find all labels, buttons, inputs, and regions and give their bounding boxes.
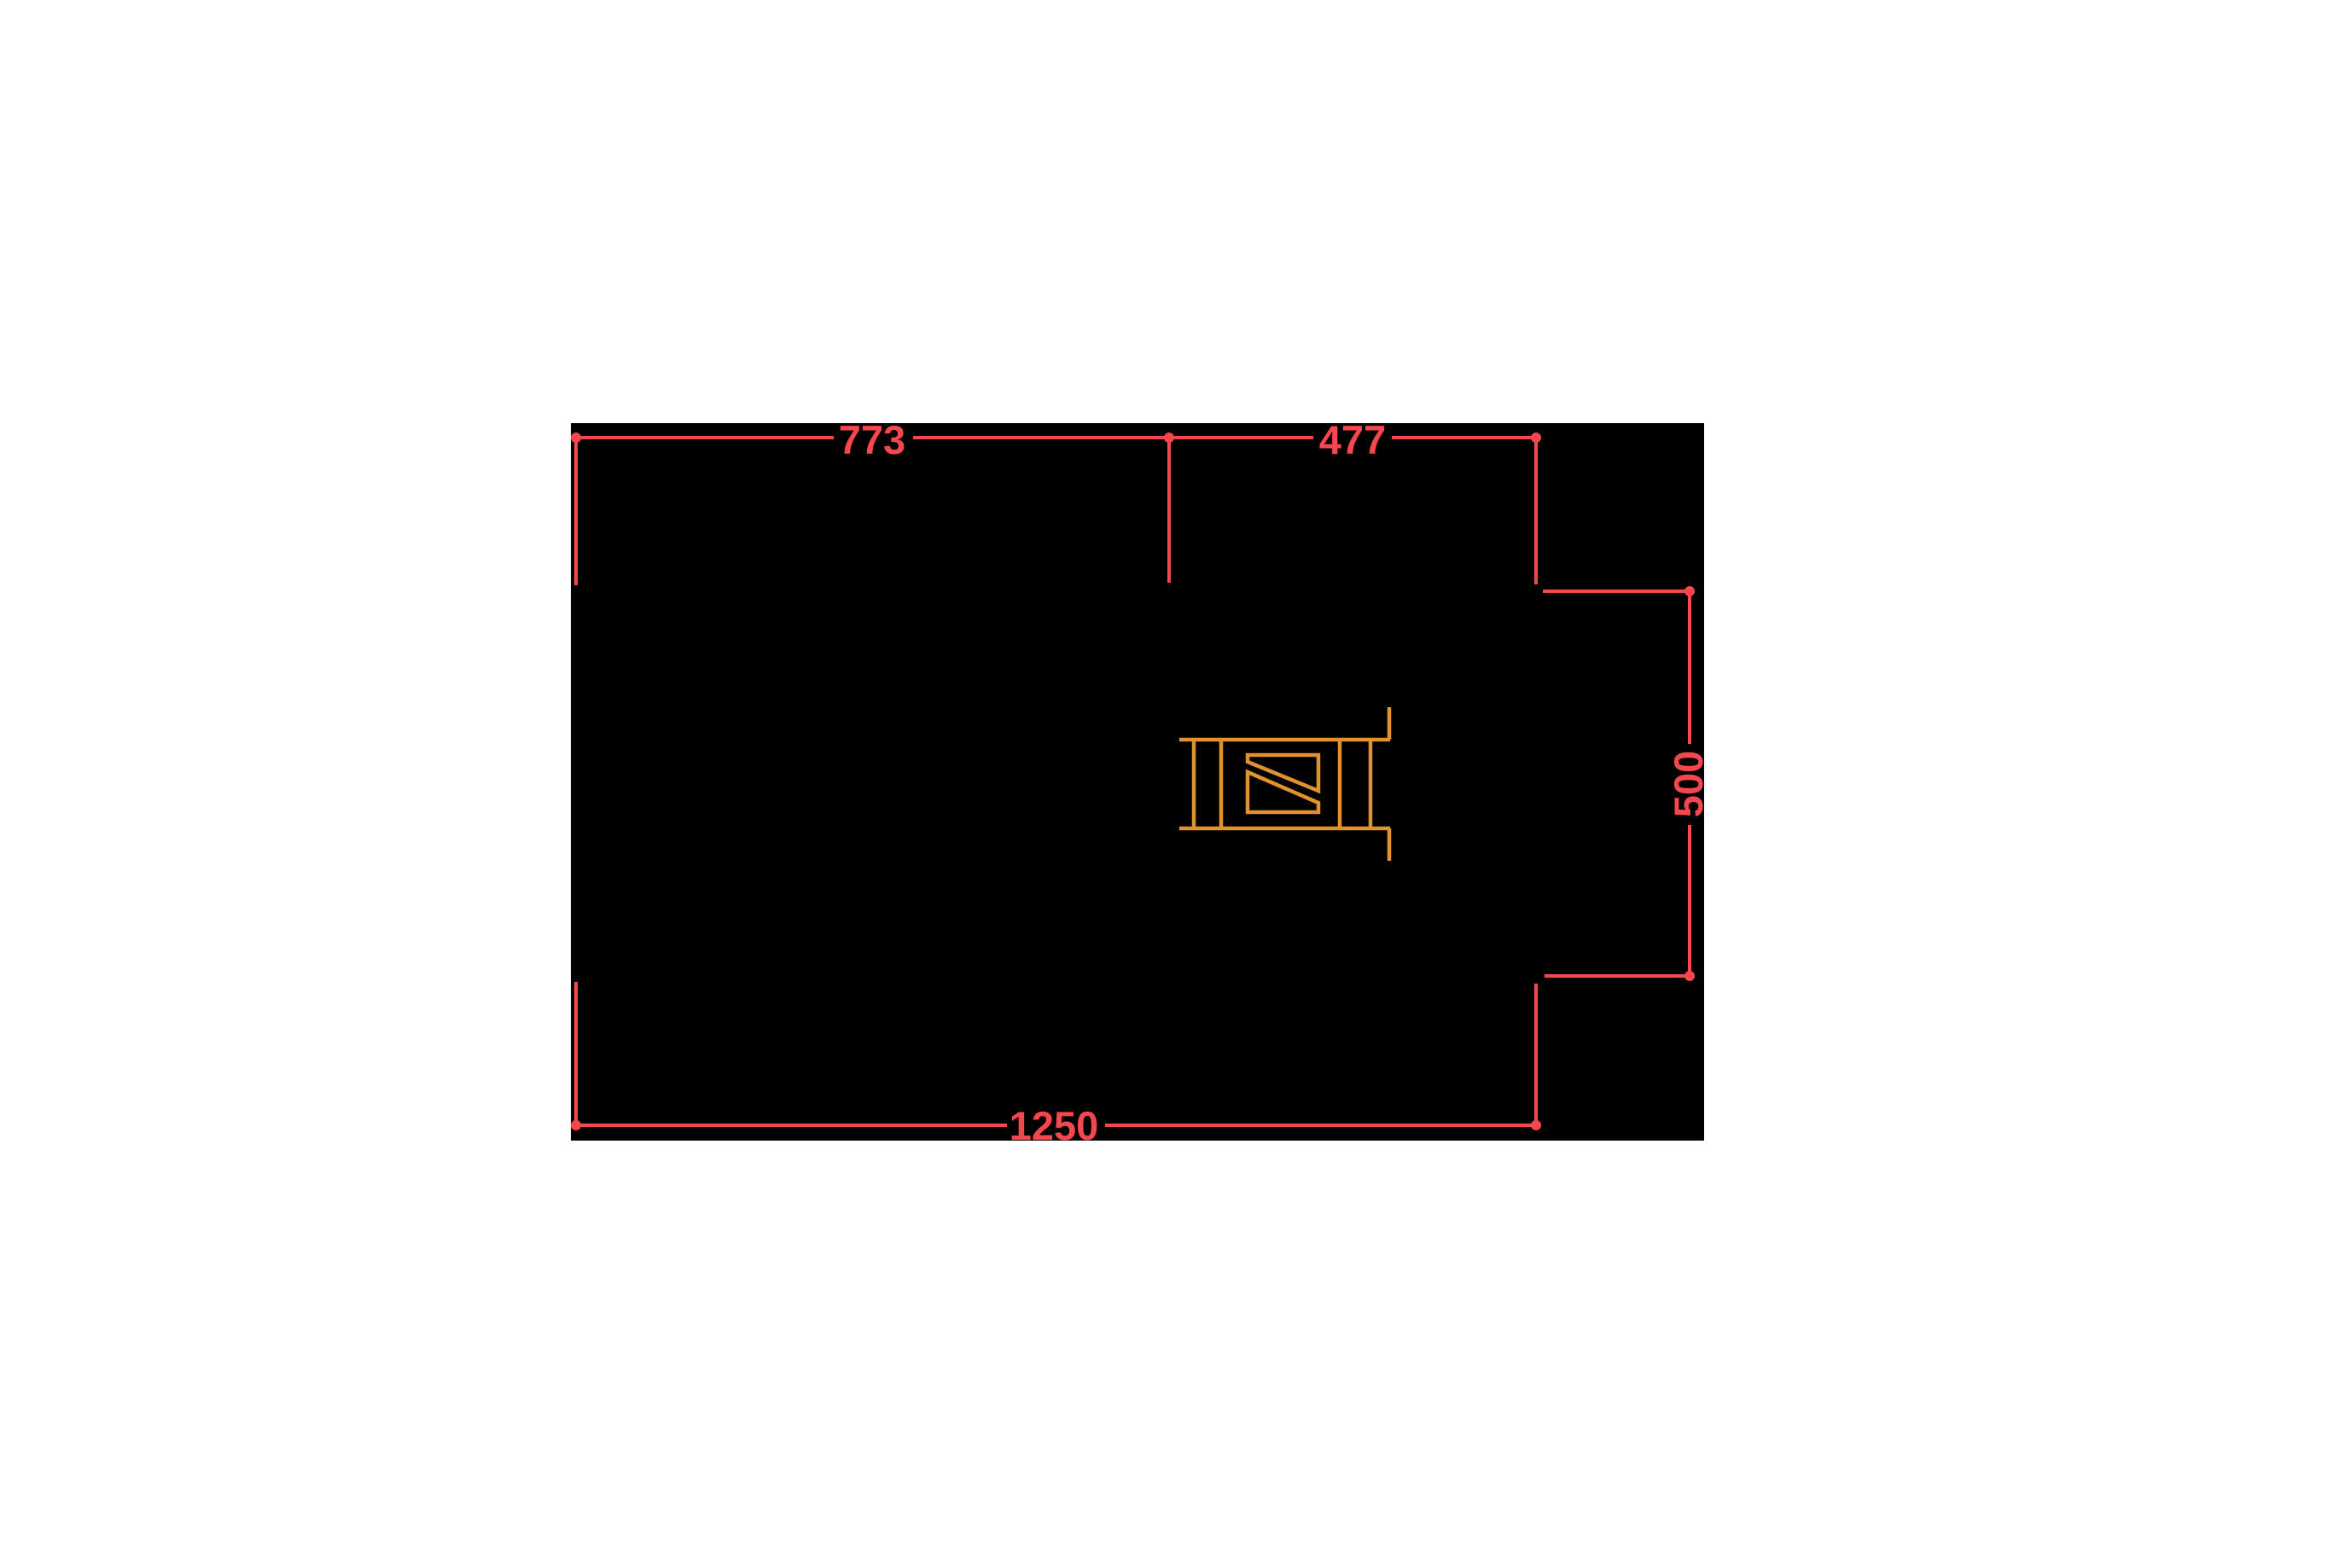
dim-label-773: 773 — [838, 417, 906, 462]
dim-bottom-witness-left — [574, 982, 578, 1125]
dim-top-endpoint-left — [571, 433, 581, 443]
dim-label-1250: 1250 — [1009, 1103, 1099, 1148]
dim-bottom-line-segment-1 — [576, 1124, 1007, 1127]
dim-right-witness-top — [1543, 589, 1690, 593]
part-outline — [571, 423, 1704, 1141]
dim-label-500: 500 — [1666, 750, 1711, 818]
dim-right-witness-bottom — [1545, 974, 1690, 978]
dim-right-endpoint-top — [1684, 586, 1695, 596]
dim-top-line-segment-3 — [1392, 436, 1536, 439]
dim-right-endpoint-bottom — [1684, 971, 1695, 981]
dim-top-endpoint-middle — [1164, 433, 1174, 443]
dim-bottom-endpoint-right — [1531, 1120, 1541, 1130]
fixture-box-lower-panel — [1245, 769, 1321, 815]
dim-top-witness-right — [1534, 438, 1538, 584]
dim-label-477: 477 — [1318, 417, 1387, 462]
fixture-box-upper-panel — [1245, 752, 1321, 794]
fixture-symbol — [1179, 707, 1392, 861]
dim-bottom-endpoint-left — [571, 1120, 581, 1130]
dim-top-endpoint-right — [1531, 433, 1541, 443]
dim-top-witness-left — [574, 438, 578, 585]
dim-right-line-segment-2 — [1688, 825, 1691, 976]
dim-top-line-segment-1 — [576, 436, 834, 439]
dim-right-line-segment-1 — [1688, 591, 1691, 744]
dim-bottom-witness-right — [1534, 984, 1538, 1125]
dim-top-witness-middle — [1167, 438, 1171, 583]
dim-bottom-line-segment-2 — [1105, 1124, 1536, 1127]
dim-top-line-segment-2 — [913, 436, 1313, 439]
